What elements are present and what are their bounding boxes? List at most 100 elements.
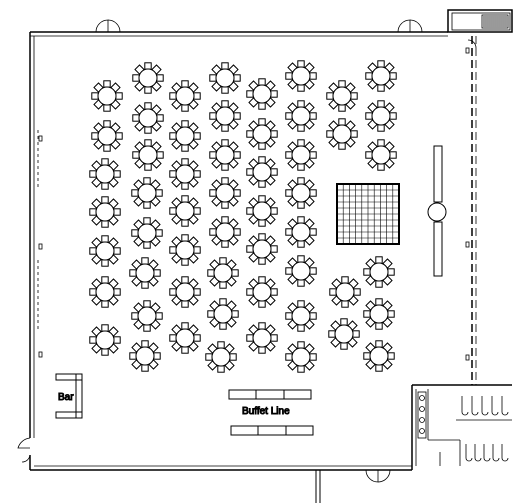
chair xyxy=(375,256,383,264)
round-table xyxy=(169,234,201,266)
chair xyxy=(101,158,109,166)
chair xyxy=(193,334,201,342)
chair xyxy=(131,189,139,197)
chair xyxy=(221,62,229,70)
table-top xyxy=(95,164,115,184)
chair xyxy=(258,322,266,330)
round-table xyxy=(89,158,121,190)
chair xyxy=(270,334,278,342)
round-table xyxy=(91,80,123,112)
round-table xyxy=(169,276,201,308)
chair xyxy=(363,310,371,318)
chair xyxy=(270,168,278,176)
round-table xyxy=(365,139,397,171)
chair xyxy=(297,100,305,108)
round-table xyxy=(169,120,201,152)
chair xyxy=(231,310,239,318)
round-table xyxy=(246,78,278,110)
table-top xyxy=(291,347,311,367)
chair xyxy=(326,130,334,138)
table-top xyxy=(97,126,117,146)
round-table xyxy=(246,322,278,354)
round-table xyxy=(89,196,121,228)
chair xyxy=(377,139,385,147)
round-table xyxy=(285,216,317,248)
chair xyxy=(89,336,97,344)
chair xyxy=(285,312,293,320)
chair xyxy=(297,139,305,147)
chair xyxy=(297,324,305,332)
chair xyxy=(181,104,189,112)
round-table xyxy=(89,324,121,356)
chair xyxy=(101,235,109,243)
chair xyxy=(101,182,109,190)
round-table xyxy=(89,235,121,267)
table-top xyxy=(371,145,391,165)
chair xyxy=(219,322,227,330)
chair xyxy=(181,346,189,354)
chair xyxy=(209,189,217,197)
chair xyxy=(258,78,266,86)
chair xyxy=(219,281,227,289)
chair xyxy=(246,207,254,215)
chair xyxy=(297,240,305,248)
table-top xyxy=(369,262,389,282)
table-top xyxy=(215,68,235,88)
chair xyxy=(181,80,189,88)
table-top xyxy=(252,282,272,302)
chair xyxy=(101,196,109,204)
round-table xyxy=(132,139,164,171)
chair xyxy=(297,60,305,68)
chair xyxy=(144,163,152,171)
chair xyxy=(113,208,121,216)
table-top xyxy=(95,282,115,302)
table-top xyxy=(291,145,311,165)
chair xyxy=(375,298,383,306)
table-top xyxy=(332,124,352,144)
chair xyxy=(285,151,293,159)
chair xyxy=(297,300,305,308)
round-table xyxy=(285,300,317,332)
round-table xyxy=(246,195,278,227)
chair xyxy=(181,234,189,242)
chair xyxy=(89,170,97,178)
table-top xyxy=(95,241,115,261)
chair xyxy=(103,104,111,112)
chair xyxy=(181,276,189,284)
chair xyxy=(258,276,266,284)
chair xyxy=(169,334,177,342)
chair xyxy=(144,126,152,134)
chair xyxy=(141,364,149,372)
chair xyxy=(181,258,189,266)
round-table xyxy=(91,120,123,152)
chair xyxy=(329,288,337,296)
table-top xyxy=(213,263,233,283)
chair xyxy=(132,74,140,82)
table-top xyxy=(291,183,311,203)
chair xyxy=(270,288,278,296)
buffet-label: Buffet Line xyxy=(242,406,290,417)
chair xyxy=(89,208,97,216)
chair xyxy=(143,324,151,332)
chair xyxy=(297,365,305,373)
chair xyxy=(285,72,293,80)
round-table xyxy=(363,340,395,372)
table-top xyxy=(213,304,233,324)
chair xyxy=(377,100,385,108)
chair xyxy=(338,142,346,150)
chair xyxy=(89,288,97,296)
chair xyxy=(338,104,346,112)
chair xyxy=(389,151,397,159)
table-top xyxy=(252,239,272,259)
round-table xyxy=(169,322,201,354)
chair xyxy=(89,247,97,255)
chair xyxy=(297,177,305,185)
chair xyxy=(144,62,152,70)
round-table xyxy=(169,80,201,112)
chair xyxy=(377,60,385,68)
table-top xyxy=(137,183,157,203)
round-table xyxy=(207,257,239,289)
chair xyxy=(375,322,383,330)
table-top xyxy=(252,201,272,221)
round-table xyxy=(285,255,317,287)
